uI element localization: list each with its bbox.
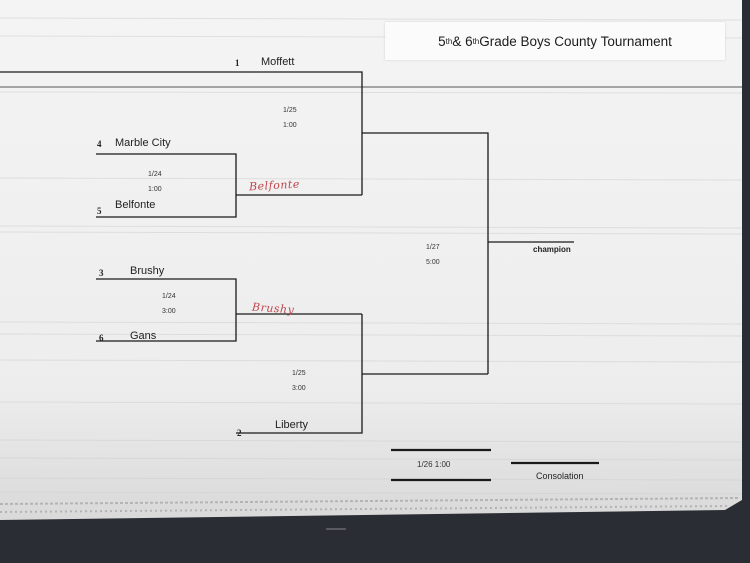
seed-number: 5 (97, 206, 102, 216)
team-name: Moffett (261, 56, 295, 68)
title-superscript: th (472, 36, 480, 46)
seed-number: 6 (99, 333, 104, 343)
title-superscript: th (445, 36, 453, 46)
seed-number: 4 (97, 139, 102, 149)
title-text-part: Grade Boys County Tournament (479, 33, 672, 49)
team-name: Belfonte (115, 199, 156, 211)
bracket-lines (0, 71, 742, 482)
game-date: 1/24 (162, 293, 176, 300)
team-name: Liberty (275, 419, 309, 431)
game-time: 5:00 (426, 259, 440, 266)
seed-number: 2 (237, 428, 242, 438)
scan-lines (0, 17, 743, 495)
team-name: Marble City (115, 137, 171, 149)
paper-sheet (0, 0, 742, 520)
game-time: 3:00 (162, 308, 176, 315)
game-date: 1/27 (426, 244, 440, 251)
title-text-part: & 6 (452, 33, 473, 49)
consolation-game-time: 1/26 1:00 (417, 460, 451, 469)
seed-number: 1 (235, 58, 240, 68)
game-date: 1/25 (292, 370, 306, 377)
seed-number: 3 (99, 268, 104, 278)
game-date: 1/25 (283, 107, 297, 114)
consolation-label: Consolation (536, 471, 584, 481)
champion-label: champion (533, 245, 571, 254)
game-time: 1:00 (283, 122, 297, 129)
team-name: Brushy (130, 265, 165, 277)
game-date: 1/24 (148, 171, 162, 178)
team-name: Gans (130, 330, 157, 342)
handwritten-winner: Belfonte (248, 177, 301, 194)
paper-edge-noise (0, 497, 741, 513)
game-time: 3:00 (292, 385, 306, 392)
game-time: 1:00 (148, 186, 162, 193)
title-text-part: 5 (438, 33, 446, 49)
